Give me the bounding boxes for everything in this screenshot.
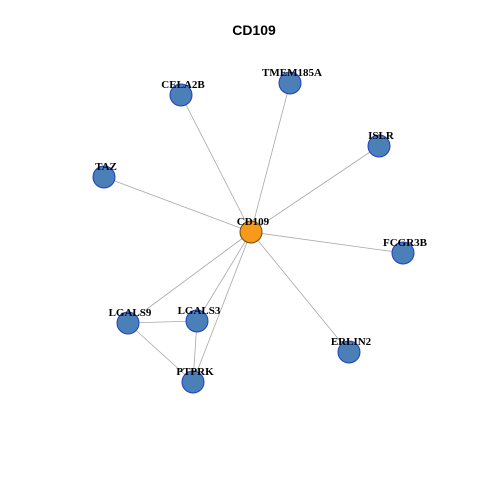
node-islr[interactable]: ISLR [367,130,395,158]
node-ptprk[interactable]: PTPRK [176,366,214,394]
node-label: TMEM185A [262,67,322,79]
node-circle[interactable] [278,71,302,95]
node-label: PTPRK [176,366,214,378]
node-label: TAZ [95,161,117,173]
node-label: ISLR [368,130,395,142]
node-fcgr3b[interactable]: FCGR3B [383,237,428,265]
edge-lgals9-lgals3 [127,320,198,324]
node-label: ERLIN2 [331,336,372,348]
node-circle[interactable] [92,165,116,189]
node-label: FCGR3B [383,237,428,249]
edge-cd109-taz [103,176,252,233]
node-tmem185a[interactable]: TMEM185A [262,67,322,95]
edge-cd109-islr [250,145,380,233]
node-circle[interactable] [116,311,140,335]
node-circle[interactable] [367,134,391,158]
node-lgals9[interactable]: LGALS9 [109,307,152,335]
node-erlin2[interactable]: ERLIN2 [331,336,372,364]
node-taz[interactable]: TAZ [92,161,117,189]
edge-cd109-ptprk [192,231,252,383]
edge-cd109-lgals9 [127,231,252,324]
node-cela2b[interactable]: CELA2B [161,79,205,107]
edge-cd109-cela2b [180,94,252,233]
node-label: CD109 [237,216,270,228]
node-circle[interactable] [239,220,263,244]
node-circle[interactable] [391,241,415,265]
graph-title: CD109 [232,22,276,38]
node-label: LGALS3 [178,305,221,317]
node-circle[interactable] [337,340,361,364]
node-lgals3[interactable]: LGALS3 [178,305,221,333]
nodes-layer: CD109 TMEM185A CELA2B ISLR TAZ FCGR3B LGALS9 LG… [92,67,428,394]
node-label: CELA2B [161,79,205,91]
node-label: LGALS9 [109,307,152,319]
node-circle[interactable] [185,309,209,333]
node-circle[interactable] [181,370,205,394]
edge-cd109-erlin2 [250,231,350,353]
edge-cd109-lgals3 [196,231,252,322]
edge-lgals9-ptprk [127,322,194,383]
node-circle[interactable] [169,83,193,107]
edge-cd109-fcgr3b [250,231,404,254]
node-cd109[interactable]: CD109 [237,216,270,244]
edge-cd109-tmem185a [250,82,291,233]
